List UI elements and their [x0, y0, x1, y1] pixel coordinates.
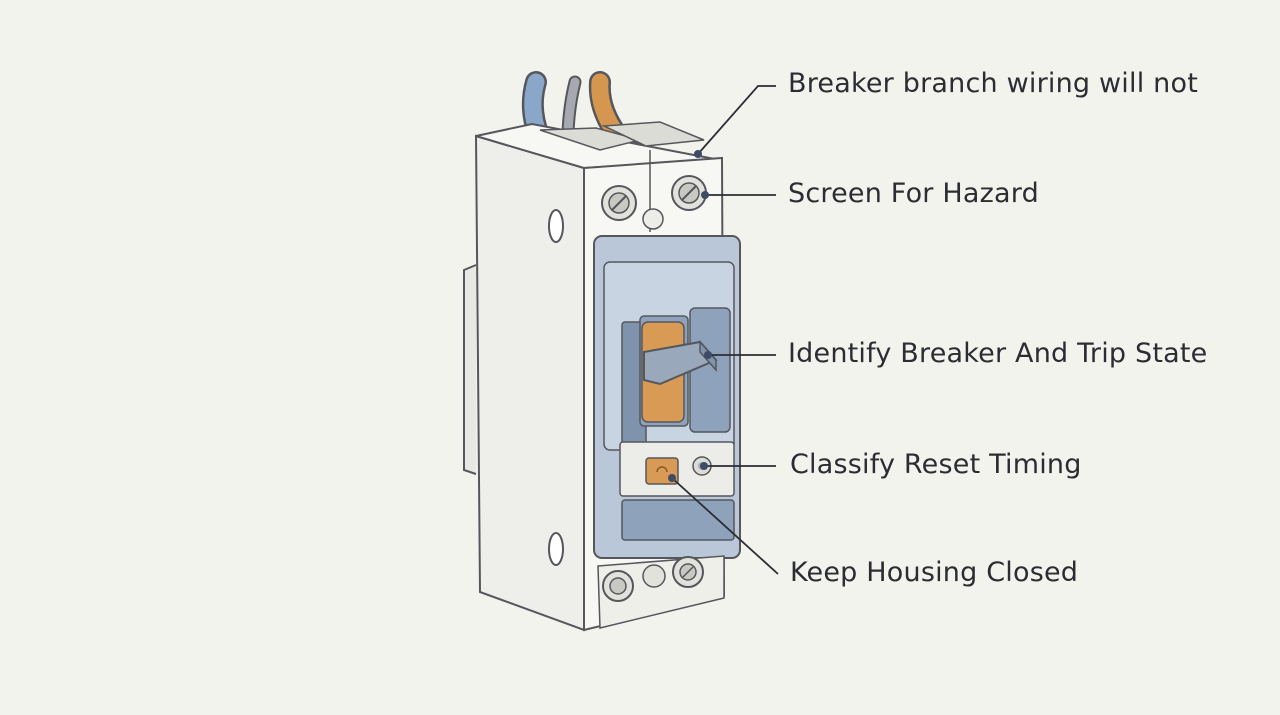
callout-reset-timing: Classify Reset Timing	[790, 449, 1082, 480]
callout-housing: Keep Housing Closed	[790, 557, 1079, 588]
callout-branch-wiring: Breaker branch wiring will not	[788, 68, 1198, 99]
callout-hazard: Screen For Hazard	[788, 178, 1039, 209]
leader-lines	[671, 85, 779, 575]
toggle-handle	[639, 315, 718, 427]
callout-trip-state: Identify Breaker And Trip State	[788, 338, 1208, 369]
leader-dots	[668, 150, 712, 482]
top-terminal-screws	[601, 175, 707, 230]
bottom-terminal-screws	[597, 555, 725, 629]
leader-branch-wiring	[697, 85, 776, 155]
leader-housing	[671, 477, 779, 575]
